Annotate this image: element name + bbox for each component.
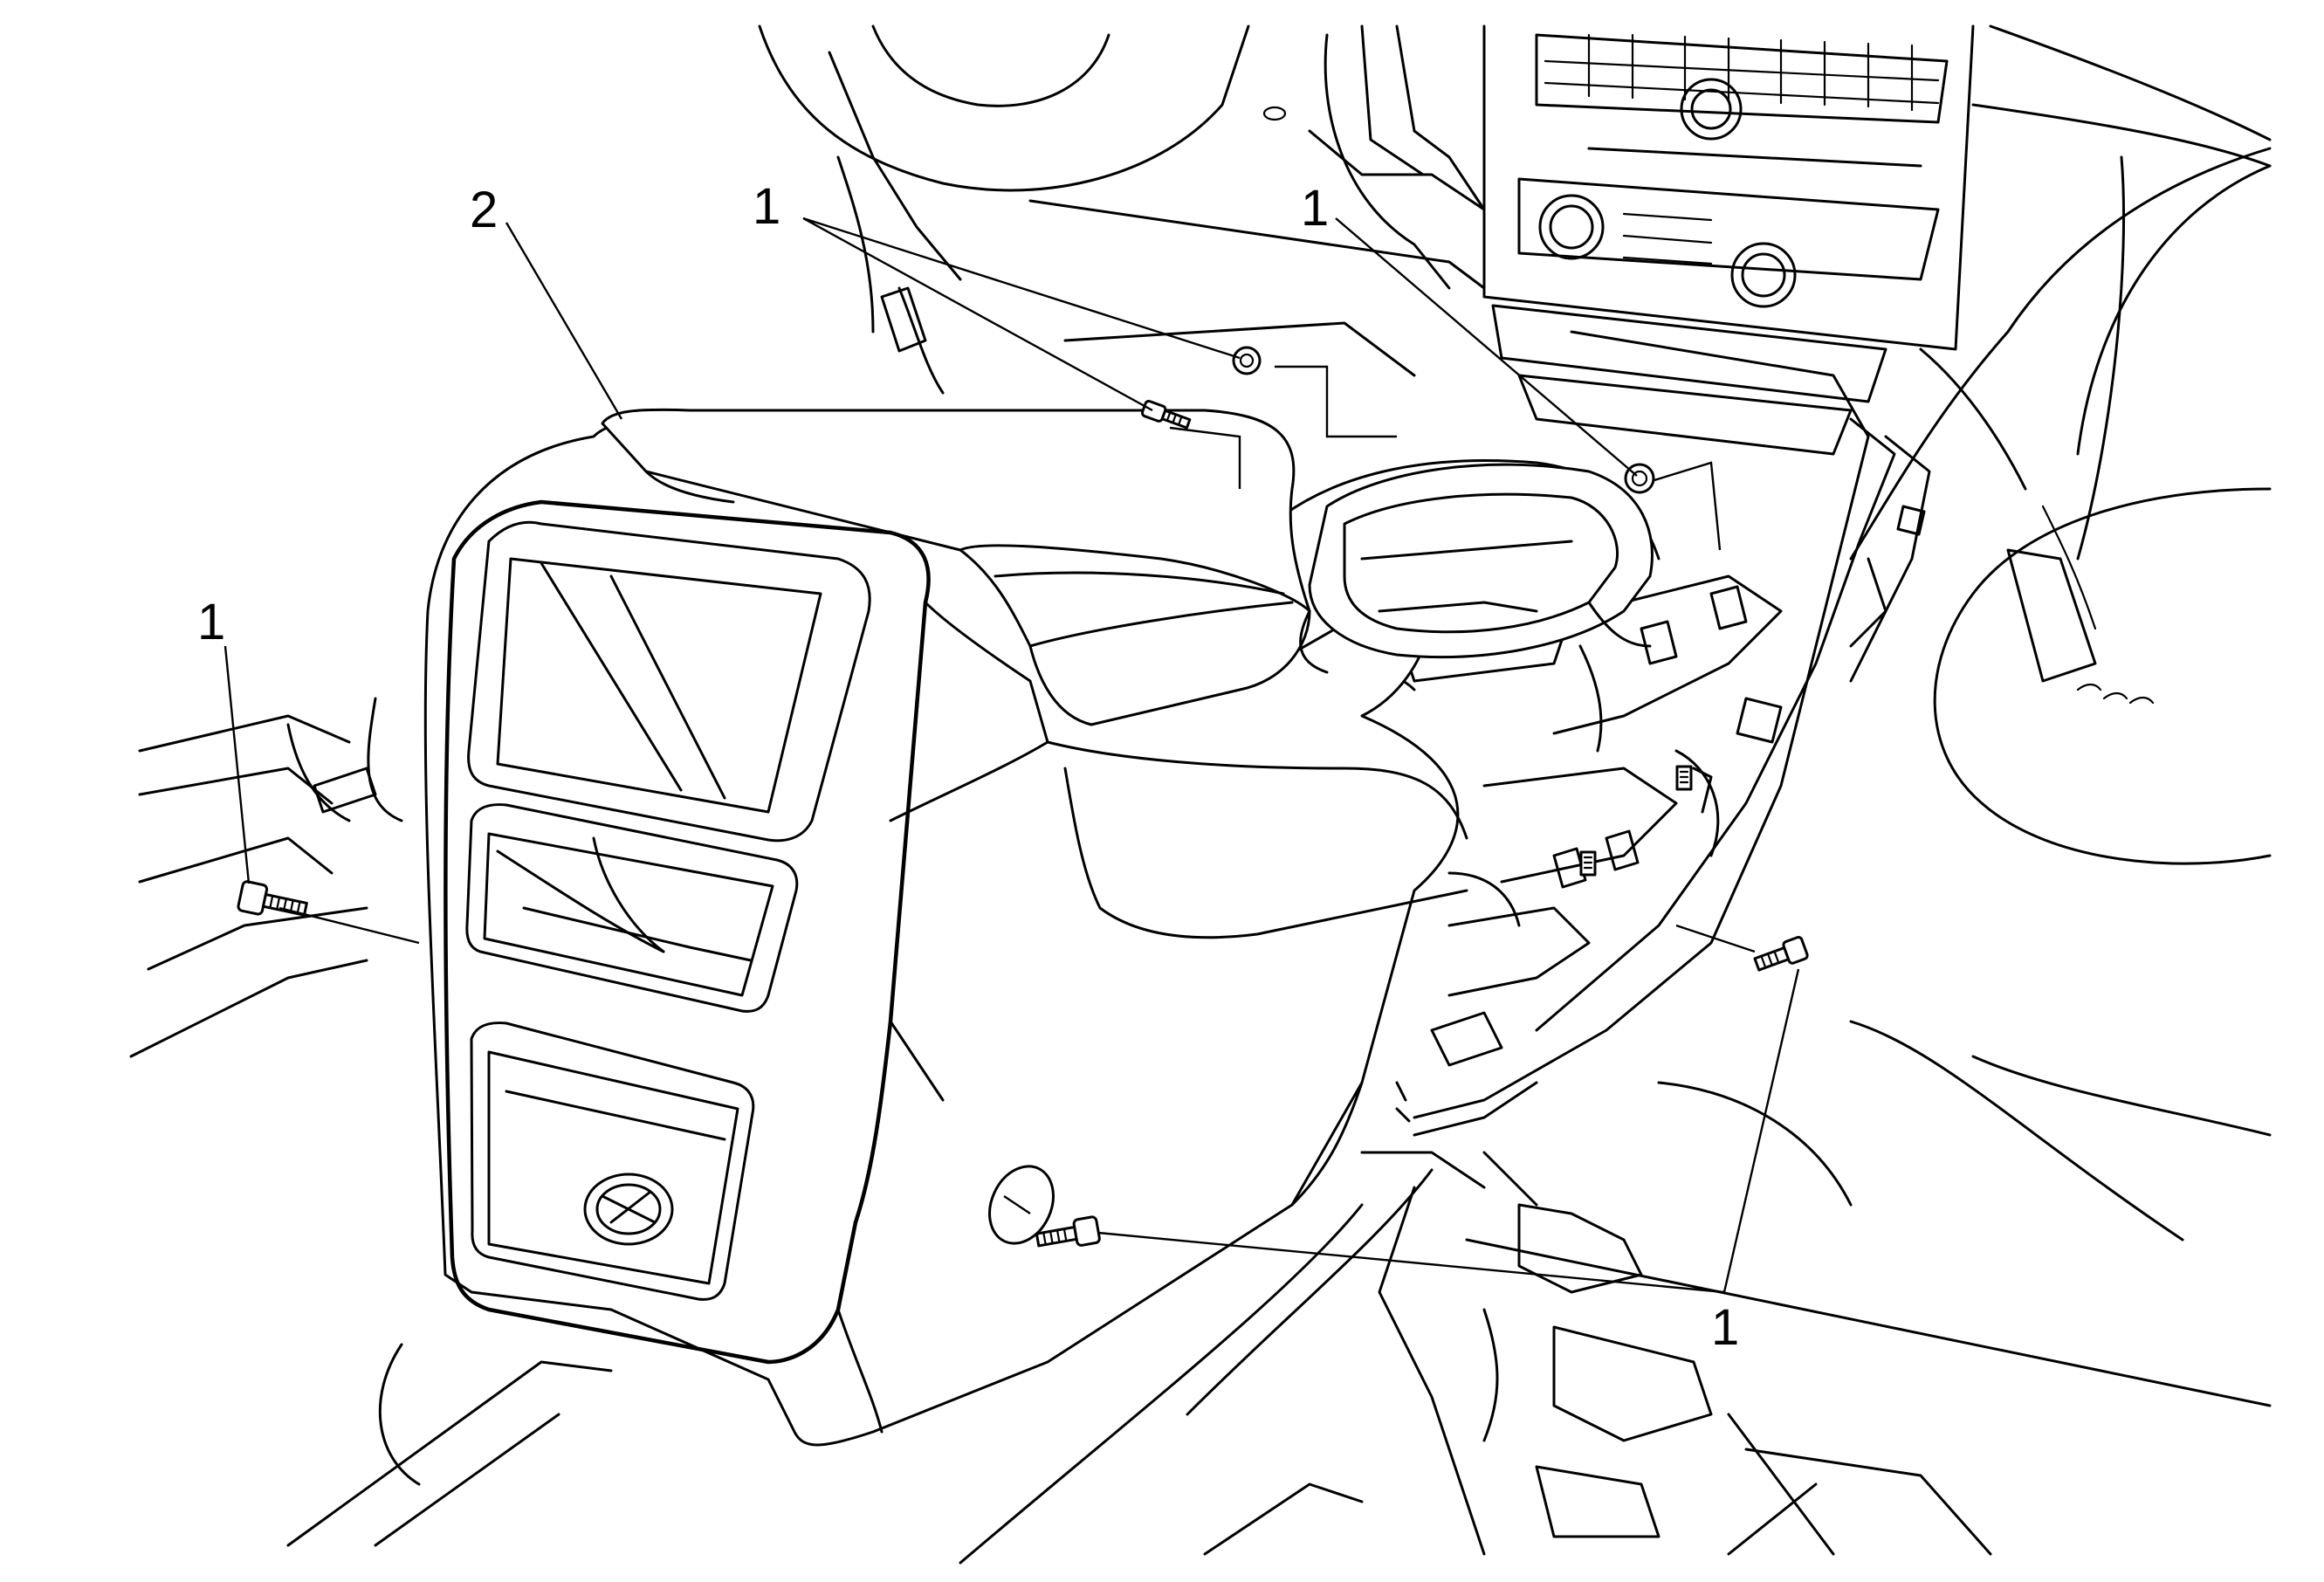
callout-fastener-top-right: 1 xyxy=(1301,180,1329,237)
callout-console: 2 xyxy=(470,182,498,238)
bolt-icon xyxy=(237,880,308,917)
fastener-left-bolt xyxy=(237,880,308,917)
bracket-stud-a xyxy=(1675,765,1693,791)
fastener-right-screw xyxy=(1753,936,1809,972)
leader-lines xyxy=(223,217,1800,1294)
fastener-upper-left-nut xyxy=(1232,346,1262,375)
screw-icon xyxy=(1753,936,1809,972)
screw-icon xyxy=(1140,400,1192,430)
power-outlet-icon xyxy=(583,1173,674,1246)
nut-icon xyxy=(1232,346,1262,375)
center-console xyxy=(423,408,1654,1447)
callout-fastener-bottom: 1 xyxy=(1711,1299,1739,1356)
callout-fastener-top-left: 1 xyxy=(753,178,780,235)
callout-fastener-left: 1 xyxy=(197,594,225,650)
console-bracket xyxy=(1395,330,1931,1137)
dashboard-background xyxy=(758,24,2272,865)
bracket-stud-b xyxy=(1579,850,1597,877)
floor-left xyxy=(129,697,613,1547)
floor-center xyxy=(959,1020,2272,1565)
fastener-lower-bolt xyxy=(1035,1215,1101,1248)
button-grid xyxy=(1544,33,1940,112)
bolt-icon xyxy=(1035,1215,1101,1248)
fastener-upper-left-screw xyxy=(1140,400,1192,430)
